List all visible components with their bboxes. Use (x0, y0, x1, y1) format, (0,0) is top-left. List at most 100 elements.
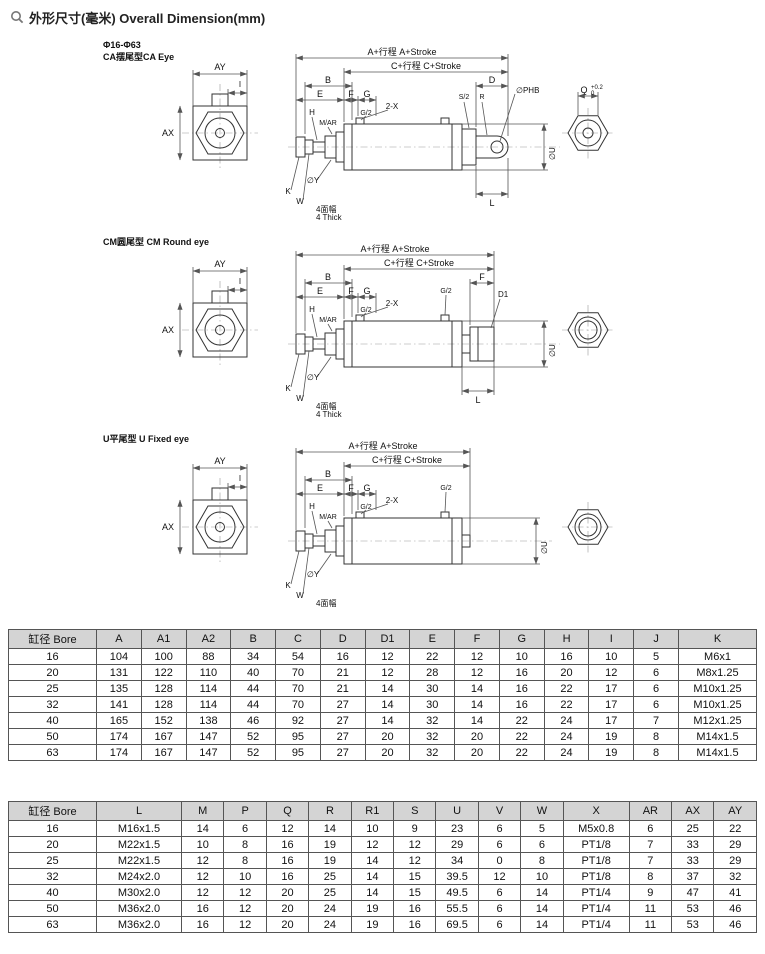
table-cell: M8x1.25 (678, 664, 757, 681)
dim-label-h: H (309, 305, 315, 314)
table-cell: 16 (498, 696, 545, 713)
table-cell: 24 (308, 916, 352, 933)
dim-label-f: F (348, 483, 354, 493)
table-cell: 8 (633, 728, 679, 745)
table-cell: 70 (275, 664, 321, 681)
label-4-thick-cn: 4面幅 (316, 401, 336, 411)
dim-label-m-ar: M/AR (319, 120, 337, 127)
table-cell: 5 (633, 648, 679, 665)
dim-label-g: G (363, 89, 370, 99)
column-header: P (223, 801, 267, 821)
dim-label-k: K (285, 384, 291, 393)
dim-label-ax: AX (162, 128, 174, 138)
dim-label-e: E (317, 89, 323, 99)
table-cell: 114 (185, 680, 232, 697)
dim-label-g2-right: G/2 (440, 485, 451, 492)
table-cell: 32 (713, 868, 757, 885)
column-header: 缸径 Bore (8, 801, 97, 821)
table-cell: 29 (713, 836, 757, 853)
table-cell: 14 (308, 820, 352, 837)
drawing-caption-u: U平尾型 U Fixed eye (103, 434, 189, 446)
u-drawing: AY AX I A+行程 A+Stroke C+行程 C+Stroke B E … (162, 440, 614, 608)
table-cell: 20 (265, 884, 310, 901)
table-cell: 63 (8, 916, 97, 933)
dim-label-m-ar: M/AR (319, 317, 337, 324)
table-cell: 21 (319, 680, 366, 697)
table-cell: 46 (713, 916, 757, 933)
table-cell: M24x2.0 (96, 868, 182, 885)
dim-label-q-tol-lower: 0 (591, 91, 595, 97)
label-4-thick-en: 4 Thick (316, 213, 343, 221)
table-cell: 114 (185, 696, 232, 713)
table-cell: PT1/4 (562, 900, 630, 917)
table-cell: 16 (543, 648, 590, 665)
dim-label-k: K (285, 581, 291, 590)
table-cell: 88 (185, 648, 232, 665)
table-cell: 16 (265, 836, 310, 853)
table-cell: 15 (393, 868, 437, 885)
dim-label-h: H (309, 502, 315, 511)
table-cell: 14 (180, 820, 225, 837)
cm-dimension-lines (177, 252, 547, 394)
dim-label-k: K (285, 187, 291, 196)
table-cell: 10 (180, 836, 225, 853)
u-rod-end-view (567, 509, 609, 545)
u-dimension-lines (177, 449, 539, 565)
table-cell: 55.5 (435, 900, 479, 917)
table-cell: 17 (588, 712, 635, 729)
column-header: A (96, 629, 142, 649)
column-header: 缸径 Bore (8, 629, 97, 649)
table-cell: 29 (435, 836, 479, 853)
table-cell: 128 (140, 696, 187, 713)
table-cell: M10x1.25 (678, 680, 757, 697)
table-cell: 44 (230, 680, 277, 697)
table-cell: 165 (96, 712, 142, 729)
cm-centerlines (182, 281, 614, 367)
column-header: W (520, 801, 564, 821)
table-cell: 49.5 (435, 884, 479, 901)
table-cell: 41 (713, 884, 757, 901)
table-cell: 12 (477, 868, 522, 885)
dim-label-f: F (348, 89, 354, 99)
table-cell: M5x0.8 (562, 820, 630, 837)
u-leader-lines (290, 491, 447, 595)
table-cell: 12 (454, 648, 500, 665)
table-cell: 12 (223, 884, 267, 901)
column-header: D (319, 629, 366, 649)
table-cell: 12 (454, 664, 500, 681)
table-cell: 22 (498, 728, 545, 745)
column-header: D1 (364, 629, 411, 649)
table-cell: M6x1 (678, 648, 757, 665)
dim-label-l: L (475, 395, 480, 405)
table-cell: 23 (435, 820, 479, 837)
dim-label-a-stroke: A+行程 A+Stroke (360, 243, 429, 254)
column-header: X (562, 801, 630, 821)
dim-label-g: G (363, 286, 370, 296)
table-cell: 50 (8, 900, 97, 917)
table-cell: 8 (223, 852, 267, 869)
table-cell: 16 (8, 820, 97, 837)
column-header: AY (713, 801, 757, 821)
table-cell: 12 (393, 852, 437, 869)
table-cell: 20 (8, 836, 97, 853)
cm-end-view (192, 290, 248, 358)
table-cell: 40 (8, 712, 97, 729)
table-cell: 25 (308, 884, 352, 901)
table-cell: 10 (498, 648, 545, 665)
table-cell: 28 (409, 664, 456, 681)
column-header: A1 (140, 629, 187, 649)
table-cell: 19 (308, 852, 352, 869)
column-header: J (633, 629, 679, 649)
dim-label-ax: AX (162, 325, 174, 335)
dim-label-d: D (489, 75, 496, 85)
table-cell: 14 (454, 680, 500, 697)
table-cell: 52 (230, 744, 277, 761)
table-cell: 7 (628, 852, 673, 869)
table-cell: 6 (520, 836, 564, 853)
page-header: 外形尺寸(毫米) Overall Dimension(mm) (0, 0, 765, 28)
table-cell: M16x1.5 (96, 820, 182, 837)
table-cell: 24 (543, 712, 590, 729)
